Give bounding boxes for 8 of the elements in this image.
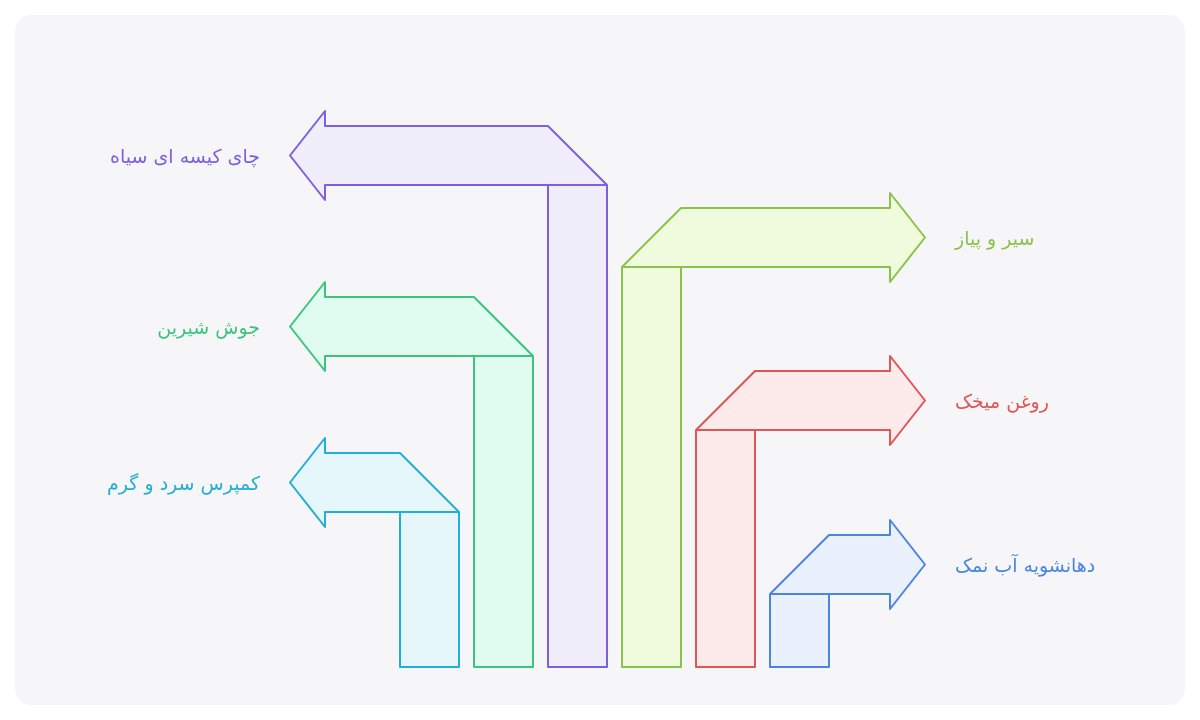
arrow-label: جوش شیرین bbox=[157, 314, 260, 341]
arrow-label: روغن میخک bbox=[955, 388, 1049, 415]
arrow-label: کمپرس سرد و گرم bbox=[107, 470, 260, 497]
arrow-label: چای کیسه ای سیاه bbox=[110, 143, 260, 170]
l-shaped-pointer-banner bbox=[621, 192, 926, 668]
l-shaped-pointer-banner bbox=[289, 110, 608, 668]
arrow-label: دهانشویه آب نمک bbox=[955, 552, 1096, 579]
arrow-label: سیر و پیاز bbox=[955, 225, 1035, 252]
